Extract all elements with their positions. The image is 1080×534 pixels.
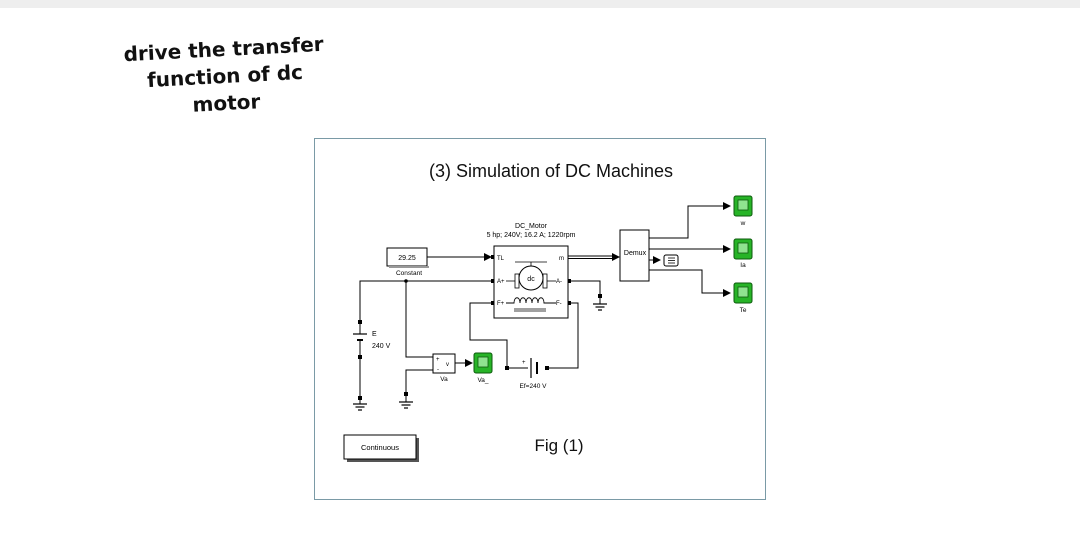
field-wires bbox=[469, 302, 579, 369]
ground-icon bbox=[592, 297, 608, 311]
motor-circle-icon bbox=[518, 265, 544, 291]
scope-va[interactable]: Va_ bbox=[473, 352, 493, 384]
vm-plus: + bbox=[436, 357, 440, 363]
scope-ia[interactable]: Ia bbox=[733, 238, 753, 269]
source-e-name: E bbox=[372, 331, 377, 338]
bus-motor-demux bbox=[568, 253, 620, 261]
demux-block[interactable]: Demux bbox=[619, 229, 650, 282]
top-bar bbox=[0, 0, 1080, 8]
field-plus: + bbox=[522, 360, 526, 366]
solver-block[interactable]: Continuous bbox=[343, 434, 419, 462]
port-a-plus: A+ bbox=[497, 279, 505, 285]
voltage-measurement-block[interactable]: + - v Va bbox=[432, 353, 456, 383]
motor-symbol: dc bbox=[527, 276, 535, 283]
scope-w-label: w bbox=[740, 220, 746, 227]
port-a-minus: A- bbox=[556, 279, 562, 285]
motor-rating: 5 hp; 240V; 16.2 A; 1220rpm bbox=[487, 232, 576, 239]
figure-caption: Fig (1) bbox=[534, 436, 583, 455]
scope-w[interactable]: w bbox=[733, 195, 753, 227]
scope-te[interactable]: Te bbox=[733, 282, 753, 314]
port-m: m bbox=[559, 256, 564, 262]
motor-name: DC_Motor bbox=[515, 223, 548, 230]
source-e-value: 240 V bbox=[372, 343, 391, 350]
field-source-label: Ef=240 V bbox=[520, 383, 548, 390]
constant-block[interactable]: 29.25 Constant bbox=[386, 247, 429, 277]
port-tl: TL bbox=[497, 256, 505, 262]
field-winding-icon bbox=[506, 297, 556, 304]
scope-ia-label: Ia bbox=[740, 262, 746, 269]
field-source-block[interactable]: + Ef=240 V bbox=[505, 358, 549, 390]
vm-v: v bbox=[446, 362, 449, 368]
terminator-block[interactable] bbox=[663, 254, 679, 267]
port-f-minus: F- bbox=[556, 301, 562, 307]
port-f-plus: F+ bbox=[497, 301, 505, 307]
constant-label: Constant bbox=[396, 270, 422, 277]
vm-minus: - bbox=[437, 367, 439, 373]
scopes-group: w Ia Te Va_ bbox=[473, 195, 753, 384]
armature-wires bbox=[359, 280, 601, 398]
diagram-title: (3) Simulation of DC Machines bbox=[429, 161, 673, 181]
constant-value: 29.25 bbox=[398, 255, 416, 262]
source-e-block[interactable]: E 240 V bbox=[353, 320, 391, 359]
vm-label: Va bbox=[440, 376, 448, 383]
demux-label: Demux bbox=[624, 250, 647, 257]
solver-label: Continuous bbox=[361, 443, 399, 452]
demux-output-wires bbox=[649, 202, 731, 297]
ground-icon bbox=[398, 395, 414, 409]
dc-motor-block[interactable]: DC_Motor 5 hp; 240V; 16.2 A; 1220rpm TL … bbox=[487, 223, 576, 319]
scope-va-label: Va_ bbox=[477, 377, 488, 384]
scope-te-label: Te bbox=[740, 307, 747, 314]
